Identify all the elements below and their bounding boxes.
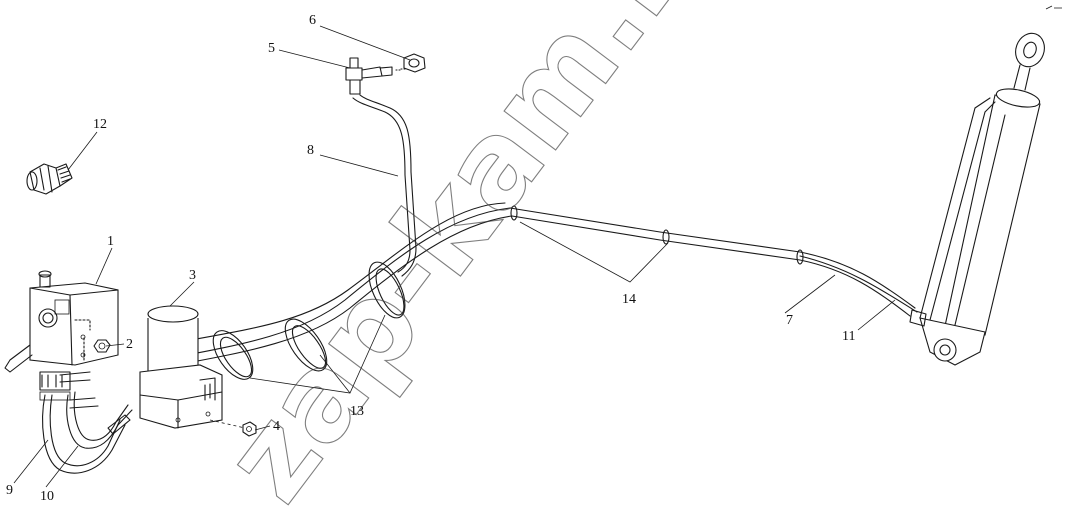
watermark-text: zap-kam.ru — [197, 0, 758, 509]
hydraulic-cylinder — [909, 32, 1045, 366]
callout-10: 10 — [40, 489, 54, 504]
clamp-14 — [510, 205, 804, 265]
callout-5: 5 — [268, 41, 275, 56]
callout-9: 9 — [6, 483, 13, 498]
corner-mark — [1045, 5, 1062, 10]
tube-8 — [352, 94, 417, 277]
callout-1: 1 — [107, 234, 114, 249]
callout-3: 3 — [189, 268, 196, 283]
callout-6: 6 — [309, 13, 316, 28]
hose-11 — [164, 202, 918, 346]
callout-13: 13 — [350, 404, 364, 419]
clamp-loops-13 — [212, 261, 406, 380]
callout-8: 8 — [307, 143, 314, 158]
pump-3 — [139, 305, 246, 429]
callout-7: 7 — [786, 313, 793, 328]
main-tube-7 — [159, 207, 916, 369]
callout-11: 11 — [842, 329, 855, 344]
bolt-2 — [93, 339, 111, 353]
callout-2: 2 — [126, 337, 133, 352]
callout-4: 4 — [273, 419, 280, 434]
adapter-12 — [26, 163, 73, 195]
nut-6 — [403, 53, 426, 73]
leader-lines — [13, 25, 896, 488]
nut-4 — [242, 421, 257, 437]
valve-block-1 — [4, 270, 119, 401]
tee-fitting-5 — [345, 57, 406, 95]
callout-14: 14 — [622, 292, 636, 307]
callout-12: 12 — [93, 117, 107, 132]
